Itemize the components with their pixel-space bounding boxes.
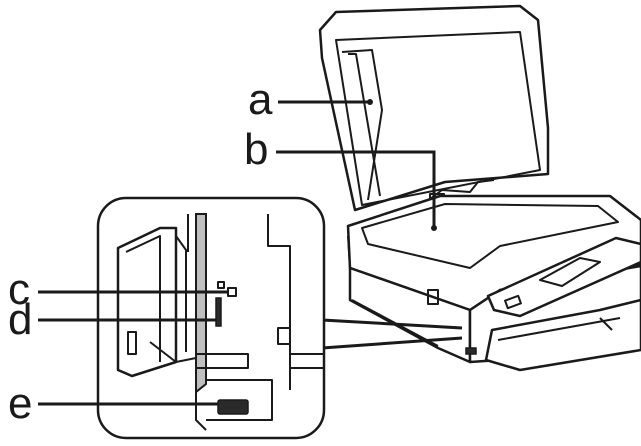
callout-label-b: b [244, 125, 268, 174]
side-strip [195, 213, 207, 395]
leader-dot-a [367, 99, 373, 105]
memory-card-slot [215, 297, 222, 327]
usb-port [217, 399, 249, 415]
usb-port-small [465, 347, 477, 355]
zoom-line-top [321, 318, 463, 330]
leader-dot-b [431, 225, 437, 231]
leader-b [276, 150, 436, 228]
scanner-glass [361, 203, 619, 269]
detail-inset [96, 196, 326, 440]
flap-latch [127, 331, 137, 355]
callout-label-e: e [8, 379, 32, 428]
callout-label-c: c [8, 265, 30, 314]
callout-label-a: a [248, 75, 273, 124]
document-cover [318, 4, 550, 212]
card-cover-flap [116, 226, 178, 378]
printer-illustration [318, 4, 641, 372]
zoom-line-bottom [321, 336, 463, 350]
output-tray [484, 298, 641, 372]
control-panel [486, 236, 641, 318]
callout-label-d: d [8, 295, 32, 344]
